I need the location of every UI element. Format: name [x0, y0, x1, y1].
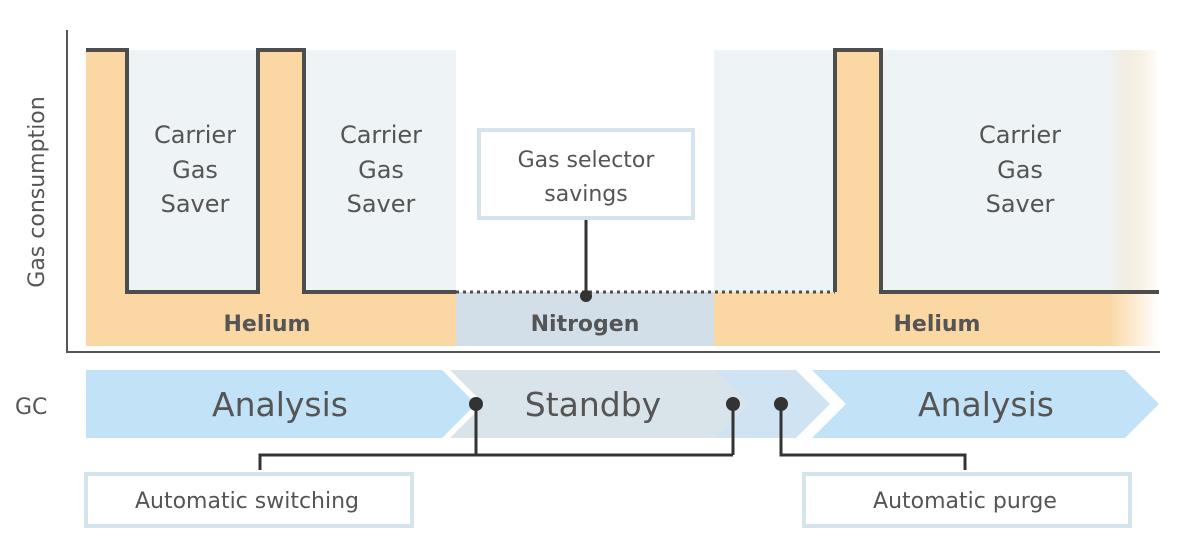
consumption-line-right [833, 48, 1159, 294]
callout-text-line2: savings [544, 182, 627, 207]
saver-label-3: Carrier Gas Saver [979, 121, 1061, 218]
saver-region-1 [127, 50, 258, 292]
switch-connector [258, 404, 735, 470]
callout-text-line1: Gas selector [518, 148, 656, 173]
auto-purge-box [802, 472, 1132, 528]
gc-label: GC [15, 395, 47, 420]
auto-switching-box [84, 472, 414, 528]
saver-region-3-fade [1109, 50, 1159, 292]
saver-label-2-line1: Carrier [340, 121, 422, 149]
saver-region-3 [881, 50, 1109, 292]
gc-phase-analysis-1: Analysis [212, 385, 348, 424]
auto-switching-label: Automatic switching [135, 489, 359, 514]
gc-arrow-analysis-2 [812, 370, 1159, 438]
saver-label-1-line3: Saver [161, 190, 230, 218]
saver-label-2: Carrier Gas Saver [340, 121, 422, 218]
saver-label-3-line2: Gas [997, 156, 1043, 184]
gc-arrow-transition [714, 370, 830, 438]
gc-arrow-standby [450, 370, 748, 438]
helium-label-left: Helium [223, 312, 310, 337]
gas-selector-callout [477, 128, 695, 220]
saver-label-2-line2: Gas [358, 156, 404, 184]
gc-phase-standby: Standby [525, 385, 661, 424]
auto-purge-label: Automatic purge [873, 489, 1057, 514]
saver-label-3-line1: Carrier [979, 121, 1061, 149]
helium-label-right: Helium [893, 312, 980, 337]
saver-label-1-line1: Carrier [154, 121, 236, 149]
gc-arrow-analysis-1 [86, 370, 476, 438]
saver-label-3-line3: Saver [986, 190, 1055, 218]
saver-label-2-line3: Saver [347, 190, 416, 218]
callout-dot [580, 290, 592, 302]
chart-area: Helium Nitrogen Helium Carrier Gas Saver… [86, 48, 1159, 346]
axes: Gas consumption [25, 30, 1160, 353]
saver-label-1: Carrier Gas Saver [154, 121, 236, 218]
auto-switching-annotation: Automatic switching [84, 397, 740, 528]
saver-region-2 [304, 50, 456, 292]
auto-purge-annotation: Automatic purge [774, 397, 1132, 528]
consumption-line-left [86, 48, 456, 294]
nitrogen-label: Nitrogen [531, 312, 640, 337]
gc-timeline: GC Analysis Standby Analysis [15, 370, 1159, 438]
saver-label-1-line2: Gas [172, 156, 218, 184]
purge-connector [779, 404, 967, 470]
gc-phase-analysis-2: Analysis [918, 385, 1054, 424]
y-axis-label: Gas consumption [25, 96, 50, 287]
saver-region-standby [714, 50, 835, 292]
